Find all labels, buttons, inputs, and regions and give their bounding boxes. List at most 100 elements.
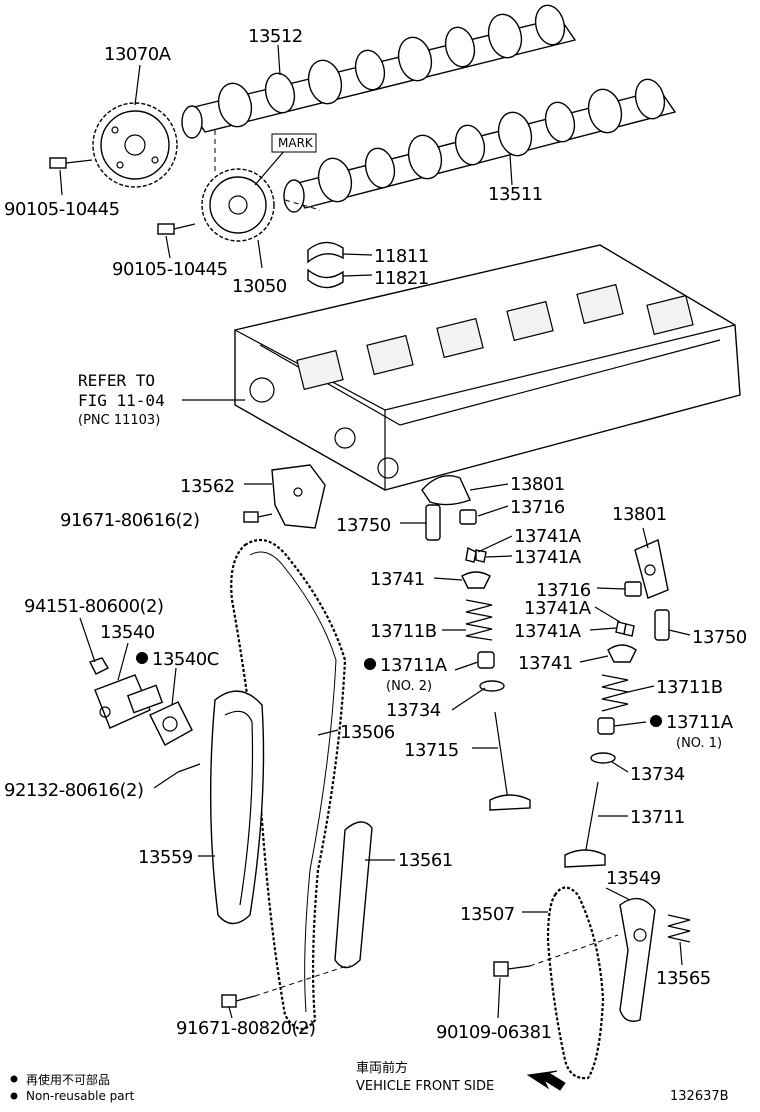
washer-13734-b [590, 752, 616, 764]
label-13540: 13540 [100, 622, 155, 643]
label-13711: 13711 [630, 807, 685, 828]
label-94151: 94151-80600(2) [24, 596, 164, 617]
retainer-13741-b [607, 644, 637, 663]
label-13711A-a: 13711A [380, 655, 448, 676]
cap-13716-a [459, 509, 477, 525]
legend-jp: 再使用不可部品 [26, 1072, 110, 1087]
label-13716-a: 13716 [510, 497, 565, 518]
label-13561: 13561 [398, 850, 453, 871]
bolt-90105-b [157, 223, 196, 235]
adjuster-13750-a [425, 504, 441, 541]
label-13512: 13512 [248, 26, 303, 47]
label-90105-b: 90105-10445 [112, 259, 228, 280]
label-13750-b: 13750 [692, 627, 747, 648]
label-11811: 11811 [374, 246, 429, 267]
bearing-11821 [307, 268, 344, 289]
label-no2: (NO. 2) [386, 679, 432, 694]
camshaft-housing [234, 244, 741, 491]
non-reusable-dot-no2 [364, 658, 376, 670]
bolt-91671-b [221, 994, 256, 1008]
bolt-91671-a [243, 511, 273, 523]
damper-13561 [334, 821, 373, 969]
spring-13711B-a [465, 599, 493, 641]
label-13716-b: 13716 [536, 580, 591, 601]
washer-13734-a [479, 680, 505, 692]
label-13711B-a: 13711B [370, 621, 437, 642]
front-side-en: VEHICLE FRONT SIDE [356, 1079, 494, 1094]
vehicle-front-arrow [526, 1070, 566, 1091]
seal-13711A-no1 [597, 717, 615, 735]
timing-chain-13507 [546, 886, 605, 1080]
non-reusable-dot-no1 [650, 715, 662, 727]
label-13506: 13506 [340, 722, 395, 743]
label-13741A-b: 13741A [514, 547, 582, 568]
footer: 車両前方 VEHICLE FRONT SIDE 再使用不可部品 Non-reus… [10, 1060, 729, 1104]
mark-box [271, 133, 317, 153]
label-13070A: 13070A [104, 44, 172, 65]
part-labels: 13070A 13512 13511 MARK 90105-10445 9010… [4, 26, 747, 1043]
label-refer-3: (PNC 11103) [78, 413, 160, 428]
rocker-arm-13801-b [634, 539, 669, 599]
spring-13711B-b [601, 674, 629, 712]
label-13559: 13559 [138, 847, 193, 868]
label-13734-a: 13734 [386, 700, 441, 721]
label-refer-1: REFER TO [78, 371, 155, 390]
label-90109: 90109-06381 [436, 1022, 552, 1043]
keeper-13741A-b [475, 549, 487, 563]
label-13711B-b: 13711B [656, 677, 723, 698]
label-refer-2: FIG 11-04 [78, 391, 165, 410]
legend-dot-en [10, 1092, 18, 1100]
label-13741-a: 13741 [370, 569, 425, 590]
retainer-13741-a [461, 571, 491, 589]
label-13741-b: 13741 [518, 653, 573, 674]
label-13511: 13511 [488, 184, 543, 205]
camshaft-13511 [283, 78, 677, 213]
label-13711A-b: 13711A [666, 712, 734, 733]
spring-13565 [667, 914, 691, 943]
bracket-13562 [271, 464, 326, 529]
label-13540C: 13540C [152, 649, 219, 670]
sprocket-13070A [92, 102, 178, 188]
label-13562: 13562 [180, 476, 235, 497]
sprocket-13050 [201, 168, 275, 242]
keeper-13741A-d [623, 623, 635, 637]
label-11821: 11821 [374, 268, 429, 289]
valve-13711 [564, 781, 606, 868]
bolt-90109 [493, 961, 531, 977]
adjuster-13750-b [654, 609, 670, 641]
stud-92132 [177, 763, 201, 773]
bolt-90105-a [49, 157, 93, 169]
label-13741A-d: 13741A [514, 621, 582, 642]
figure-id: 132637B [670, 1089, 729, 1104]
seal-13711A-no2 [477, 651, 495, 669]
front-side-jp: 車両前方 [356, 1060, 408, 1076]
nut-94151 [89, 657, 109, 675]
label-13734-b: 13734 [630, 764, 685, 785]
label-13741A-c: 13741A [524, 598, 592, 619]
legend-en: Non-reusable part [26, 1089, 135, 1103]
cap-13716-b [624, 581, 642, 597]
valve-13715 [489, 711, 531, 811]
tensioner-13540 [94, 674, 164, 729]
label-90105-a: 90105-10445 [4, 199, 120, 220]
label-mark: MARK [278, 136, 314, 150]
label-91671-a: 91671-80616(2) [60, 510, 200, 531]
label-no1: (NO. 1) [676, 736, 722, 751]
label-13050: 13050 [232, 276, 287, 297]
tensioner-arm-13549 [619, 897, 656, 1022]
non-reusable-dot-13540C [136, 652, 148, 664]
label-13741A-a: 13741A [514, 526, 582, 547]
label-13549: 13549 [606, 868, 661, 889]
label-91671-b: 91671-80820(2) [176, 1018, 316, 1039]
leader-lines [59, 44, 691, 1019]
legend-dot-jp [10, 1075, 18, 1083]
label-13801-b: 13801 [612, 504, 667, 525]
label-13565: 13565 [656, 968, 711, 989]
bearing-11811 [307, 241, 344, 264]
camshaft-13512 [181, 4, 577, 139]
rocker-arm-13801-a [421, 475, 471, 506]
slipper-guide-13559 [209, 690, 265, 925]
label-13507: 13507 [460, 904, 515, 925]
label-13750-a: 13750 [336, 515, 391, 536]
